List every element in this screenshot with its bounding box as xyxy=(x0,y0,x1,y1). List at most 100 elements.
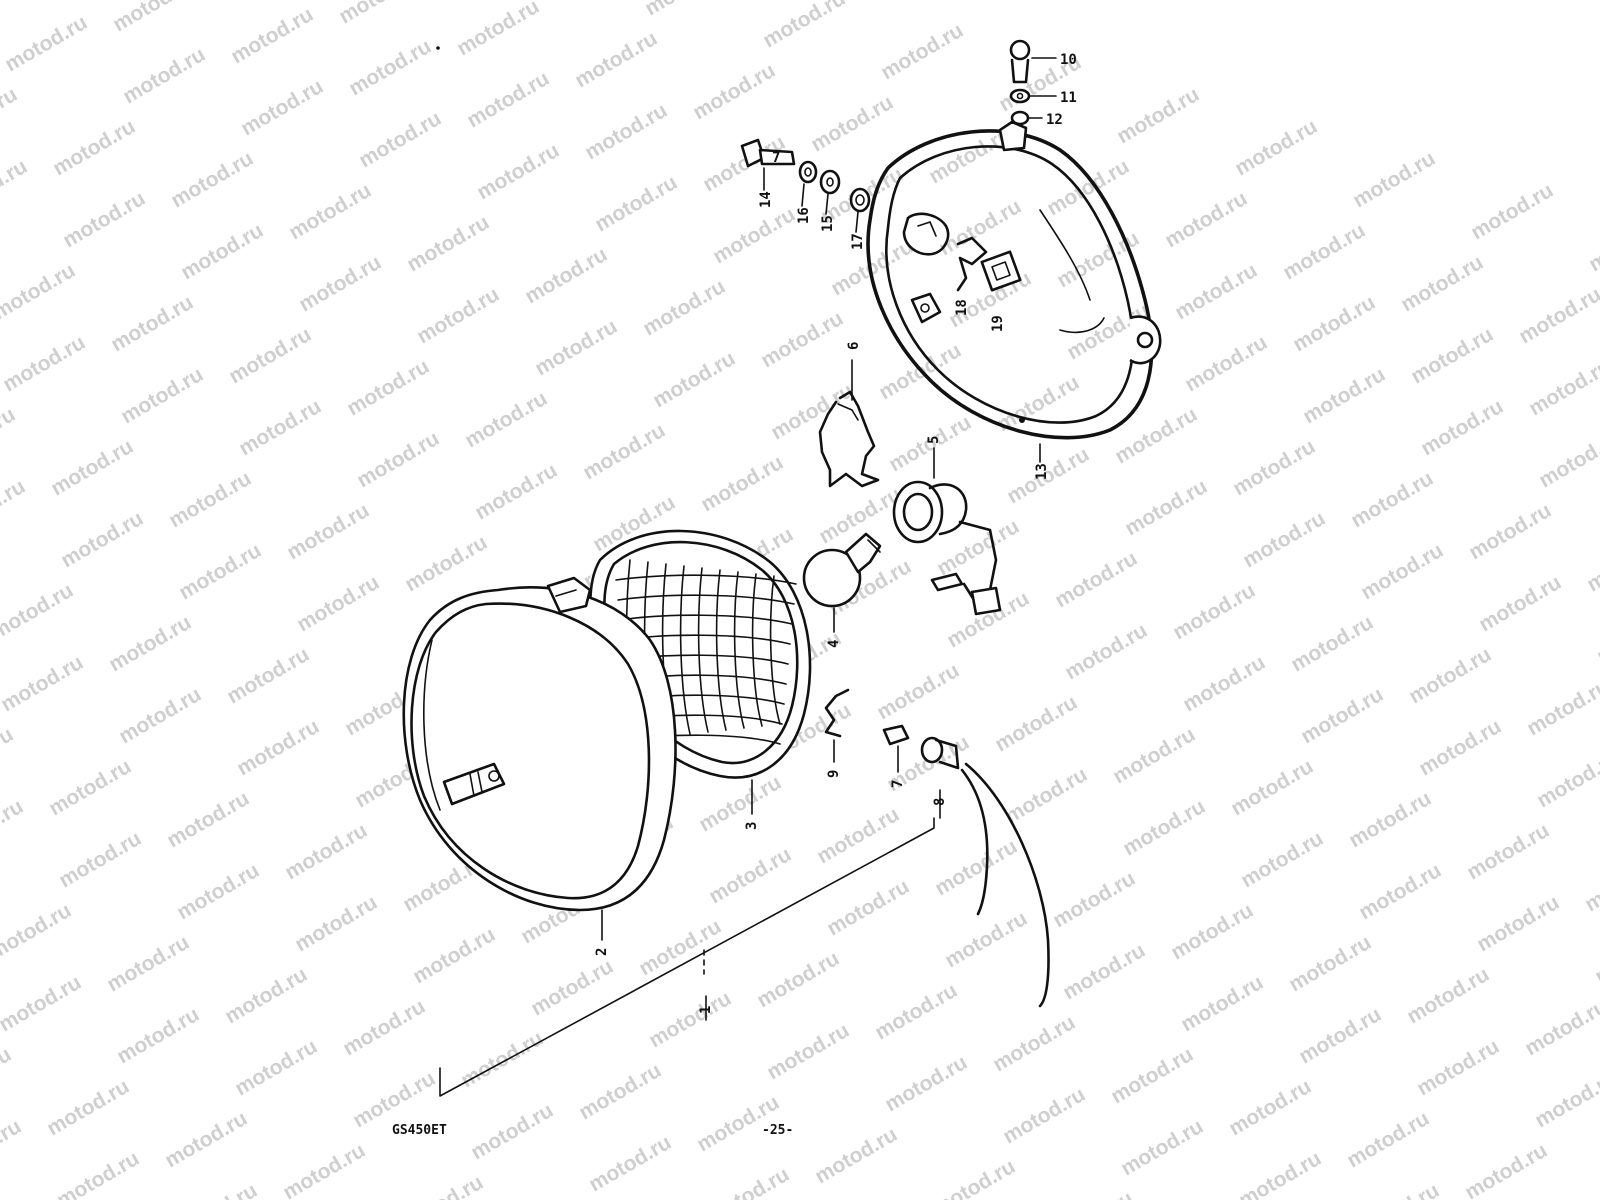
watermark-text: motod.ru xyxy=(581,99,671,164)
callout-18: 18 xyxy=(954,299,970,316)
callout-15: 15 xyxy=(820,215,836,232)
callout-13: 13 xyxy=(1034,463,1050,480)
watermark-text: motod.ru xyxy=(1287,611,1377,676)
watermark-text: motod.ru xyxy=(0,259,79,324)
watermark-text: motod.ru xyxy=(355,107,445,172)
watermark-text: motod.ru xyxy=(1345,787,1435,852)
watermark-text: motod.ru xyxy=(1171,259,1261,324)
watermark-text: motod.ru xyxy=(703,1163,793,1200)
watermark-text: motod.ru xyxy=(999,1083,1089,1148)
watermark-text: motod.ru xyxy=(531,315,621,380)
watermark-text: motod.ru xyxy=(767,379,857,444)
watermark-text: motod.ru xyxy=(461,387,551,452)
watermark-text: motod.ru xyxy=(1107,1043,1197,1108)
watermark-text: motod.ru xyxy=(161,1107,251,1172)
watermark-text: motod.ru xyxy=(821,1195,911,1200)
watermark-text: motod.ru xyxy=(1047,1187,1137,1200)
headlight-housing-drawing xyxy=(866,120,1162,463)
watermark-text: motod.ru xyxy=(173,859,263,924)
callout-6: 6 xyxy=(846,342,862,350)
callout-12: 12 xyxy=(1046,112,1063,128)
watermark-text: motod.ru xyxy=(221,963,311,1028)
watermark-text: motod.ru xyxy=(1533,747,1600,812)
watermark-text: motod.ru xyxy=(521,243,611,308)
watermark-text: motod.ru xyxy=(1579,1171,1600,1200)
watermark-text: motod.ru xyxy=(1417,395,1507,460)
watermark-text: motod.ru xyxy=(871,979,961,1044)
lens-grid-line xyxy=(619,614,793,625)
callout-labels: 10 11 12 14 16 15 17 18 19 13 6 5 4 9 7 … xyxy=(594,52,1077,1014)
watermark-text: motod.ru xyxy=(1001,763,1091,828)
watermark-text: motod.ru xyxy=(579,419,669,484)
watermark-text: motod.ru xyxy=(0,403,19,468)
watermark-text: motod.ru xyxy=(233,715,323,780)
watermark-text: motod.ru xyxy=(1053,227,1143,292)
watermark-text: motod.ru xyxy=(47,435,137,500)
watermark-text: motod.ru xyxy=(1119,795,1209,860)
lens-grid-line xyxy=(733,571,745,729)
watermark-text: motod.ru xyxy=(1227,755,1317,820)
watermark-text: motod.ru xyxy=(0,899,75,964)
watermark-text: motod.ru xyxy=(401,531,491,596)
watermark-text: motod.ru xyxy=(45,755,135,820)
watermark-text: motod.ru xyxy=(0,331,89,396)
callout-8: 8 xyxy=(932,798,948,806)
watermark-text: motod.ru xyxy=(929,1155,1019,1200)
watermark-text: motod.ru xyxy=(1179,651,1269,716)
watermark-text: motod.ru xyxy=(345,35,435,100)
watermark-text: motod.ru xyxy=(53,1147,143,1200)
watermark-text: motod.ru xyxy=(43,1075,133,1140)
watermark-text: motod.ru xyxy=(1343,1107,1433,1172)
lens-grid-line xyxy=(615,574,797,585)
watermark-text: motod.ru xyxy=(463,67,553,132)
watermark-text: motod.ru xyxy=(873,659,963,724)
watermark-text: motod.ru xyxy=(339,995,429,1060)
watermark-text: motod.ru xyxy=(753,947,843,1012)
callout-5: 5 xyxy=(926,436,942,444)
watermark-text: motod.ru xyxy=(0,651,87,716)
watermark-text: motod.ru xyxy=(409,923,499,988)
watermark-text: motod.ru xyxy=(1465,499,1555,564)
watermark-text: motod.ru xyxy=(823,875,913,940)
watermark-text: motod.ru xyxy=(645,987,735,1052)
lens-grid-line xyxy=(715,569,727,731)
watermark-text: motod.ru xyxy=(1237,827,1327,892)
watermark-text: motod.ru xyxy=(1515,283,1600,348)
watermark-text: motod.ru xyxy=(177,219,267,284)
page-number: -25- xyxy=(762,1123,793,1138)
watermark-text: motod.ru xyxy=(635,915,725,980)
watermark-text: motod.ru xyxy=(457,1027,547,1092)
watermark-text: motod.ru xyxy=(0,795,27,860)
watermark-text: motod.ru xyxy=(1591,923,1600,988)
watermark-text: motod.ru xyxy=(931,835,1021,900)
watermark-text: motod.ru xyxy=(1235,1147,1325,1200)
watermark-text: motod.ru xyxy=(1521,995,1600,1060)
watermark-text: motod.ru xyxy=(0,579,77,644)
watermark-text: motod.ru xyxy=(1581,851,1600,916)
watermark-text: motod.ru xyxy=(1,11,91,76)
watermark-text: motod.ru xyxy=(467,1099,557,1164)
watermark-text: motod.ru xyxy=(639,275,729,340)
watermark-text: motod.ru xyxy=(697,451,787,516)
watermark-text: motod.ru xyxy=(935,195,1025,260)
watermark-text: motod.ru xyxy=(175,539,265,604)
callout-7: 7 xyxy=(890,780,906,788)
lens-grid-line xyxy=(679,565,691,735)
watermark-text: motod.ru xyxy=(117,363,207,428)
watermark-text: motod.ru xyxy=(223,643,313,708)
watermark-text: motod.ru xyxy=(1239,507,1329,572)
watermark-text: motod.ru xyxy=(571,27,661,92)
callout-17: 17 xyxy=(850,233,866,250)
watermark-text: motod.ru xyxy=(1229,435,1319,500)
watermark-text: motod.ru xyxy=(1525,355,1600,420)
headlight-bulb-drawing xyxy=(802,532,882,633)
watermark-text: motod.ru xyxy=(225,323,315,388)
callout-11: 11 xyxy=(1060,90,1077,106)
callout-9: 9 xyxy=(826,770,842,778)
watermark-text: motod.ru xyxy=(705,843,795,908)
watermark-text: motod.ru xyxy=(1415,715,1505,780)
watermark-text: motod.ru xyxy=(1297,683,1387,748)
watermark-text: motod.ru xyxy=(335,0,425,28)
watermark-text: motod.ru xyxy=(285,179,375,244)
